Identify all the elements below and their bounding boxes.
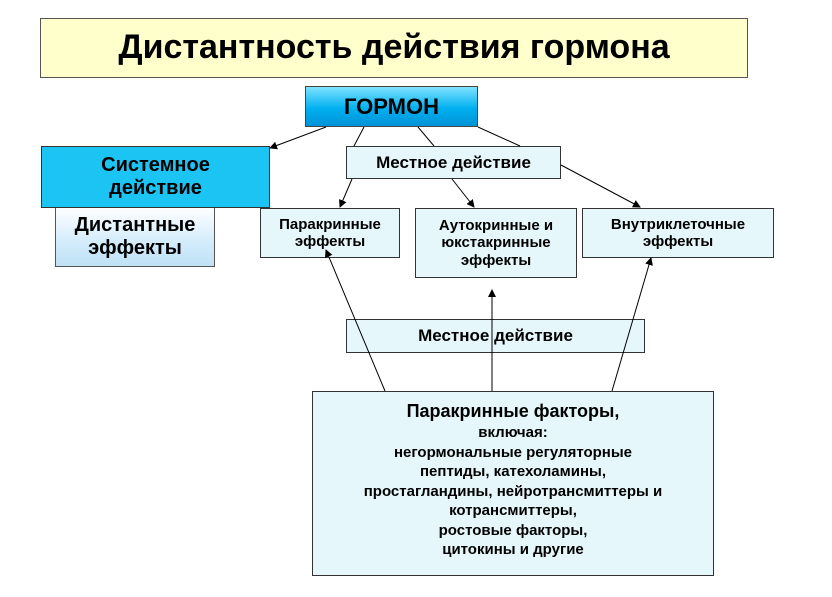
paracrine-line-2: эффекты [294, 233, 366, 250]
factors-line-1: включая: [478, 424, 548, 442]
local-action-top-label: Местное действие [376, 152, 531, 172]
arrow-hormone-to-local-left [353, 126, 365, 147]
arrow-local-to-paracrine [339, 178, 353, 208]
factors-line-7: цитокины и другие [442, 541, 584, 559]
systemic-action-box: Системное действие [41, 146, 270, 208]
local-action-mid-box: Местное действие [346, 319, 645, 353]
arrow-hormone-to-local-right [477, 126, 521, 147]
distant-line-2: эффекты [88, 236, 182, 259]
paracrine-factors-box: Паракринные факторы, включая: негормонал… [312, 391, 714, 576]
arrow-local-to-intracellular [560, 164, 641, 208]
systemic-line-2: действие [109, 177, 202, 199]
factors-line-2: негормональные регуляторные [393, 443, 633, 461]
page-title: Дистантность действия гормона [40, 18, 748, 78]
intracellular-effects-box: Внутриклеточные эффекты [582, 208, 774, 258]
hormone-box: ГОРМОН [305, 86, 478, 127]
local-action-mid-label: Местное действие [418, 326, 573, 346]
systemic-line-1: Системное [101, 154, 210, 176]
factors-line-4: простагландины, нейротрансмиттеры и [363, 482, 663, 500]
title-text: Дистантность действия гормона [118, 28, 670, 67]
arrow-local-to-autocrine [451, 178, 475, 208]
distant-line-1: Дистантные [74, 213, 196, 236]
arrow-hormone-to-systemic [269, 126, 327, 150]
intracellular-line-2: эффекты [642, 233, 714, 250]
distant-effects-box: Дистантные эффекты [55, 206, 215, 267]
factors-line-3: пептиды, катехоламины, [419, 463, 607, 481]
arrow-factors-to-paracrine [325, 249, 386, 392]
hormone-label: ГОРМОН [343, 93, 439, 119]
factors-line-6: ростовые факторы, [438, 521, 588, 539]
arrow-hormone-to-local-center [417, 126, 435, 147]
autocrine-effects-box: Аутокринные и юкстакринные эффекты [415, 208, 577, 278]
factors-heading: Паракринные факторы, [406, 401, 620, 421]
autocrine-line-3: эффекты [460, 251, 532, 269]
local-action-top-box: Местное действие [346, 146, 561, 179]
factors-line-5: котрансмиттеры, [449, 502, 577, 520]
autocrine-line-1: Аутокринные и [438, 217, 554, 235]
intracellular-line-1: Внутриклеточные [610, 215, 746, 233]
arrow-factors-to-intracellular [611, 257, 653, 392]
paracrine-line-1: Паракринные [279, 215, 381, 233]
autocrine-line-2: юкстакринные [441, 234, 551, 252]
